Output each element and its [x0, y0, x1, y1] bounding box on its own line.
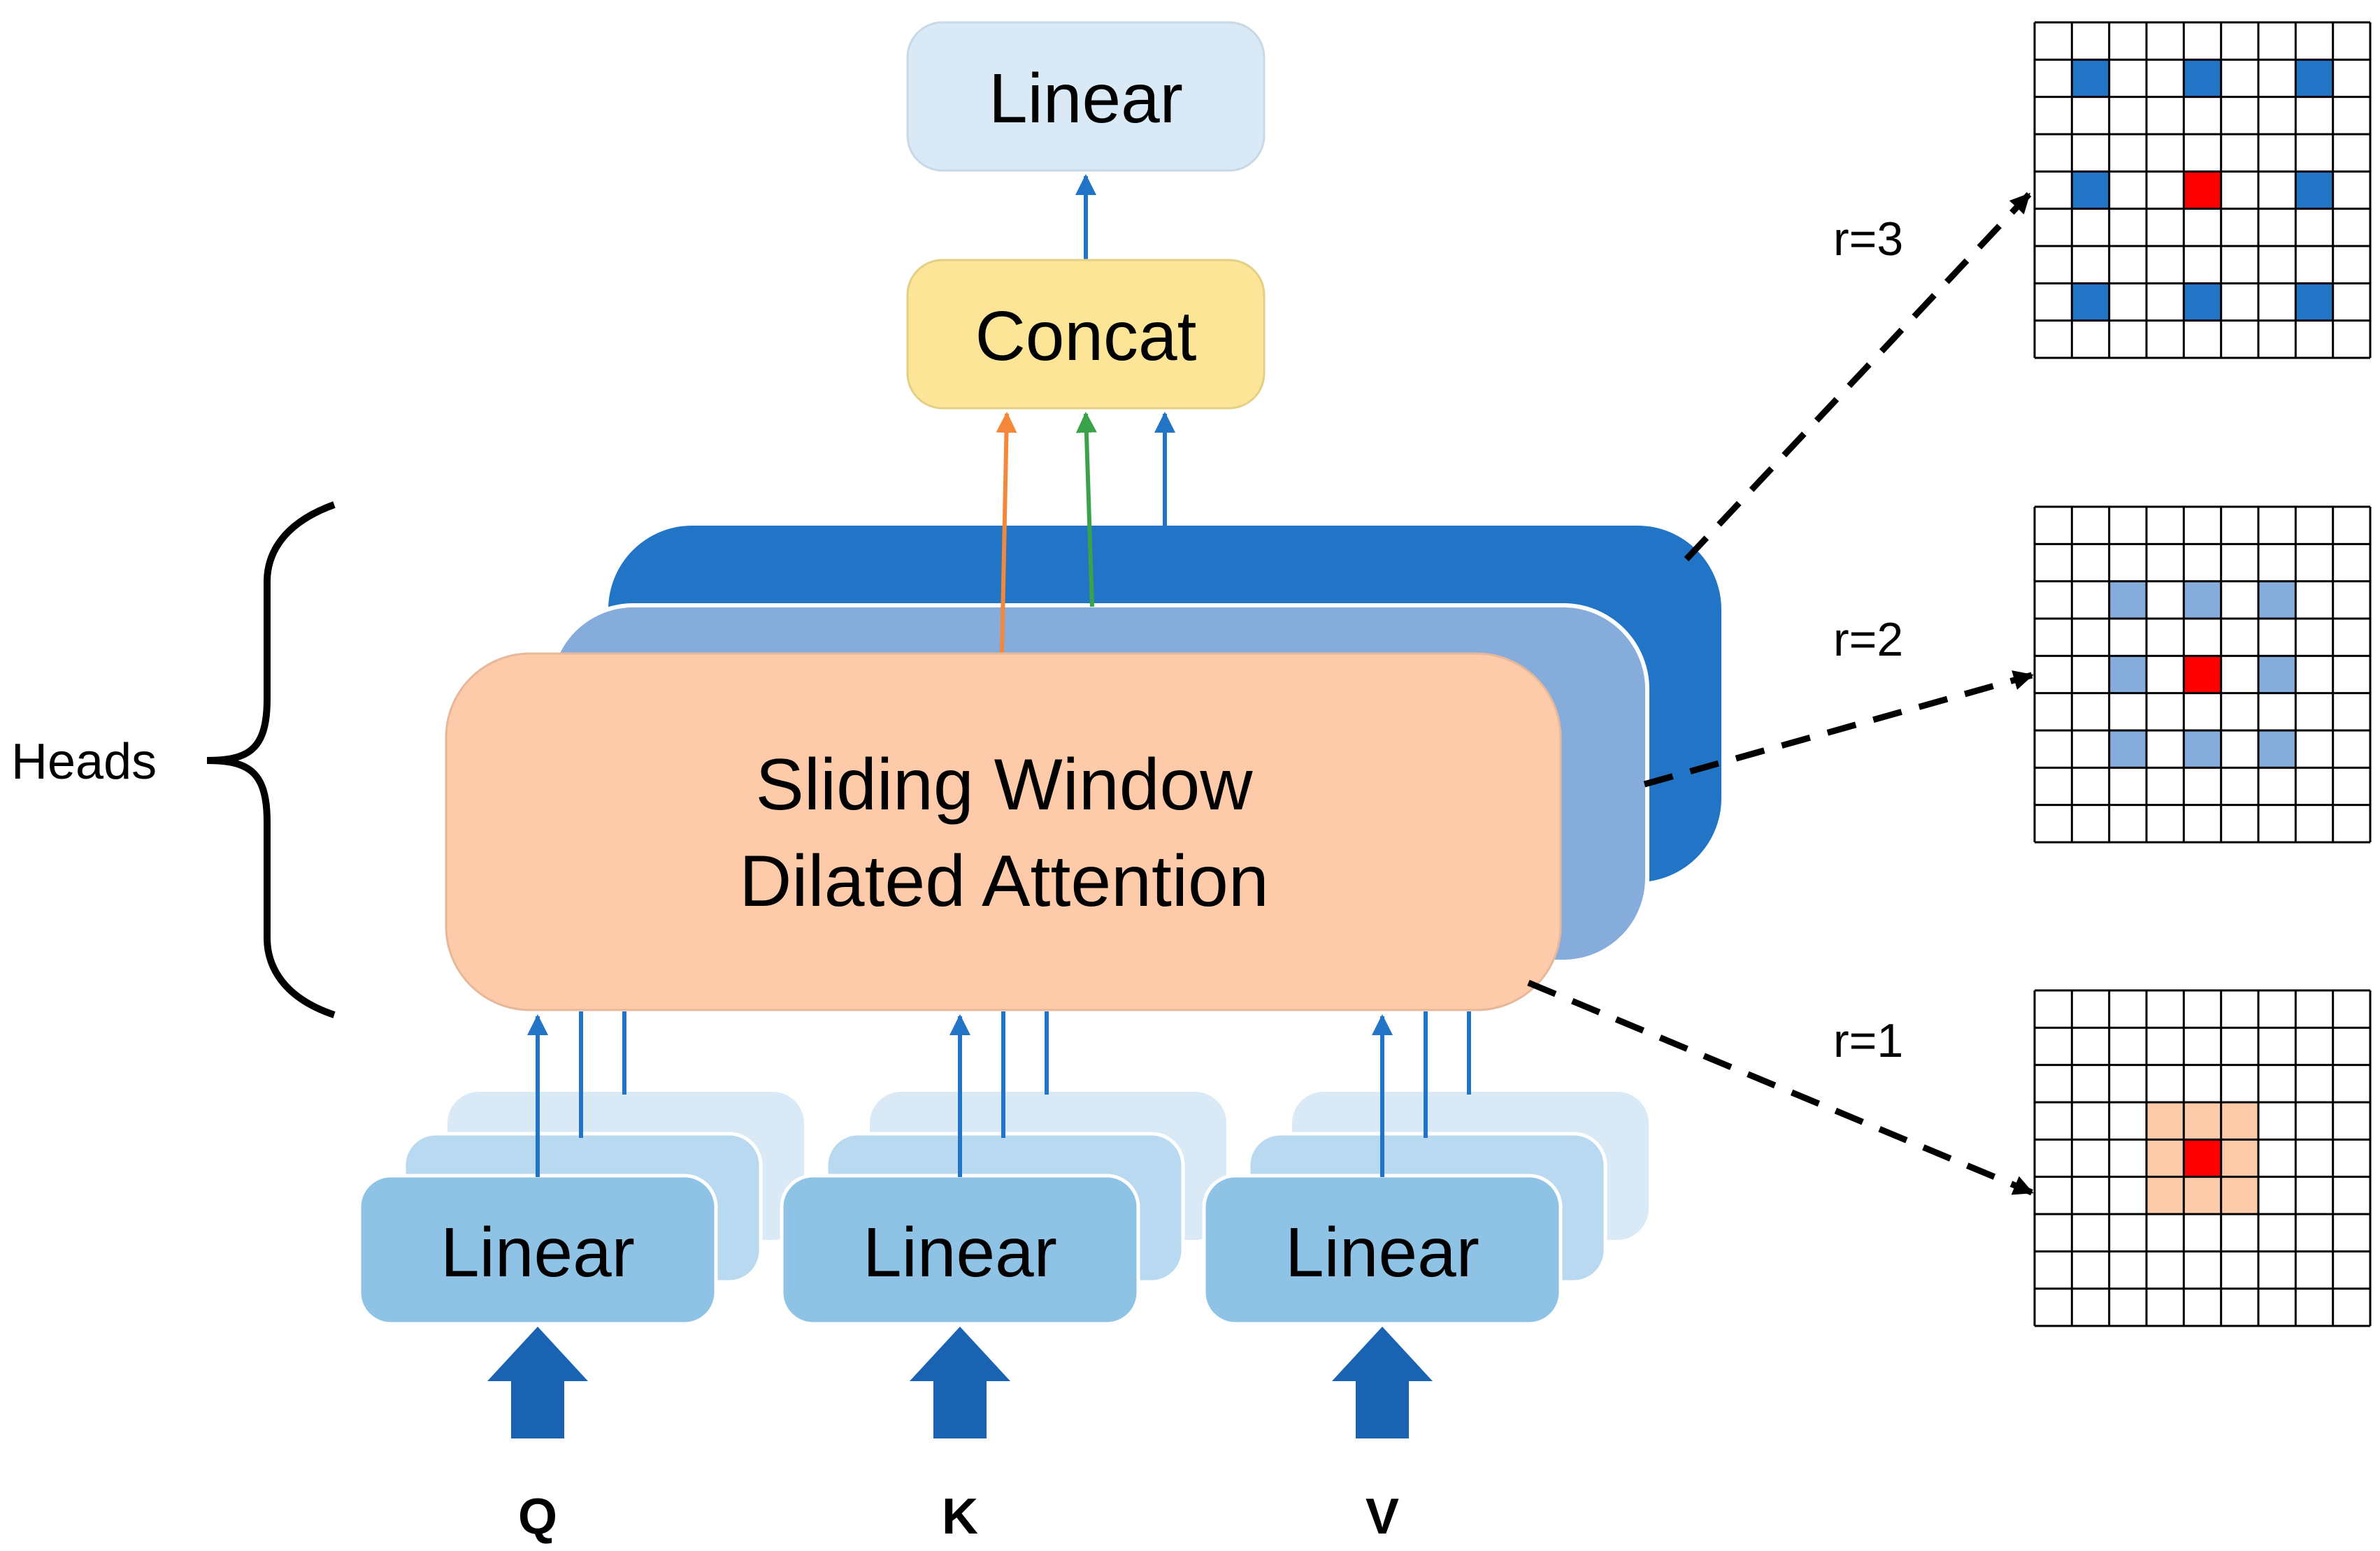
grid-r2-attended-cell: [2184, 730, 2221, 768]
concat-label: Concat: [975, 297, 1197, 375]
heads-label: Heads: [11, 734, 157, 790]
grid-r3-label: r=3: [1833, 212, 1903, 266]
grid-r2-attended-cell: [2258, 581, 2296, 619]
linear-v-label: Linear: [1285, 1213, 1479, 1292]
grid-r1-attended-cell: [2221, 1139, 2258, 1177]
grid-r2-attended-cell: [2258, 730, 2296, 768]
output-linear-box: Linear: [906, 21, 1266, 172]
grid-r3-attended-cell: [2184, 283, 2221, 321]
attention-label-line1: Sliding Window: [756, 744, 1254, 825]
grid-r3-center-cell: [2184, 171, 2221, 209]
attention-label-line2: Dilated Attention: [739, 841, 1268, 922]
dashed-arrow-r1: [1527, 979, 2034, 1196]
grid-r1-attended-cell: [2146, 1176, 2184, 1214]
input-label-v: V: [1365, 1489, 1399, 1545]
grid-r2-attended-cell: [2184, 581, 2221, 619]
block-arrow-k: [910, 1327, 1010, 1438]
dashed-arrow-r3: [1684, 192, 2032, 562]
grid-r3-attended-cell: [2072, 171, 2109, 209]
heads-brace: [206, 501, 336, 1018]
grid-r3: [2033, 21, 2372, 359]
grid-r2-attended-cell: [2109, 581, 2146, 619]
output-linear-label: Linear: [989, 59, 1183, 138]
grid-r1-center-cell: [2184, 1139, 2221, 1177]
attention-box: Sliding Window Dilated Attention: [445, 652, 1562, 1011]
grid-r1-attended-cell: [2221, 1176, 2258, 1214]
grid-r2-center-cell: [2184, 656, 2221, 693]
grid-r3-attended-cell: [2072, 283, 2109, 321]
grid-r1-attended-cell: [2146, 1102, 2184, 1140]
grid-r3-attended-cell: [2295, 171, 2333, 209]
dashed-arrow-r2: [1643, 670, 2034, 788]
grid-r1: [2033, 989, 2372, 1327]
linear-k-label: Linear: [863, 1213, 1057, 1292]
grid-r3-attended-cell: [2184, 59, 2221, 97]
block-arrow-q: [487, 1327, 588, 1438]
linear-q-label: Linear: [440, 1213, 635, 1292]
grid-r1-attended-cell: [2146, 1139, 2184, 1177]
grid-r3-attended-cell: [2295, 59, 2333, 97]
concat-box: Concat: [906, 259, 1266, 410]
grid-r2-label: r=2: [1833, 613, 1903, 666]
grid-r2-attended-cell: [2258, 656, 2296, 693]
grid-r3-attended-cell: [2072, 59, 2109, 97]
grid-r1-attended-cell: [2184, 1102, 2221, 1140]
input-label-q: Q: [518, 1489, 557, 1545]
grid-r3-attended-cell: [2295, 283, 2333, 321]
grid-r1-label: r=1: [1833, 1014, 1903, 1067]
grid-r1-attended-cell: [2184, 1176, 2221, 1214]
grid-r2: [2033, 505, 2372, 844]
input-label-k: K: [942, 1489, 978, 1545]
grid-r2-attended-cell: [2109, 656, 2146, 693]
arrow-head2-to-concat: [1075, 412, 1097, 607]
grid-r1-attended-cell: [2221, 1102, 2258, 1140]
dilation-grids: r=3 r=2 r=1: [1833, 21, 2372, 1327]
block-arrow-v: [1332, 1327, 1433, 1438]
arrow-head1-to-concat: [996, 412, 1017, 656]
grid-r2-attended-cell: [2109, 730, 2146, 768]
